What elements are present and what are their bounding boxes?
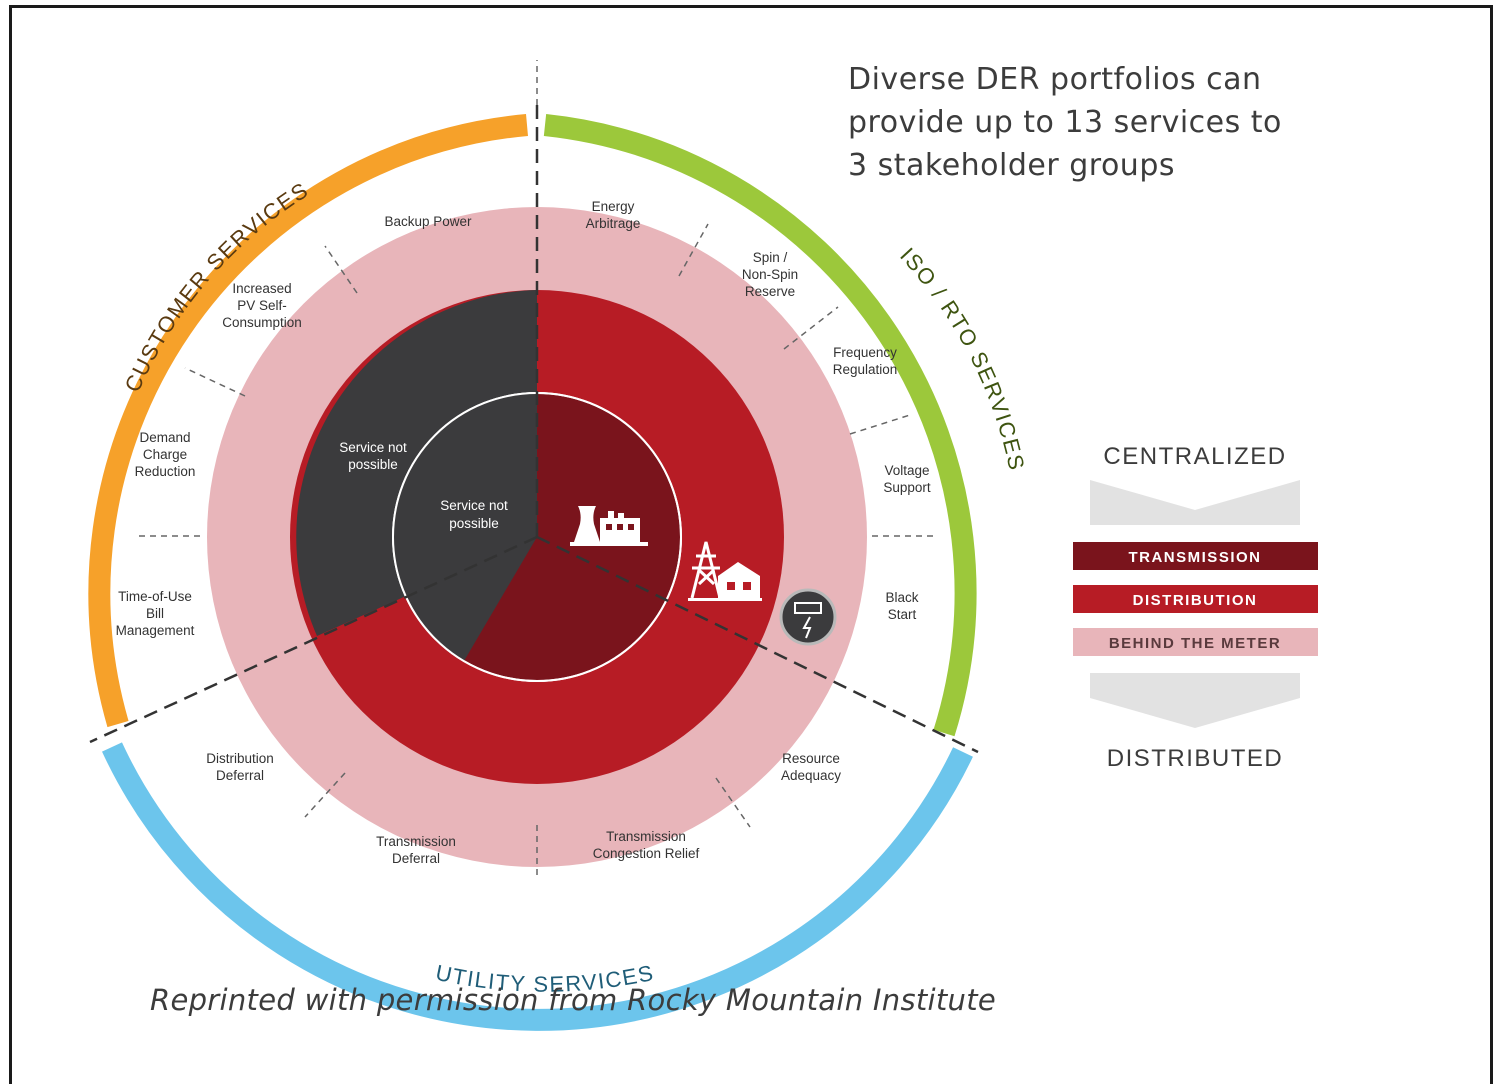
legend-distribution-label: DISTRIBUTION [1133,592,1258,609]
legend-distributed: DISTRIBUTED [1107,745,1284,772]
label-pv-self-consumption: IncreasedPV Self-Consumption [222,281,302,330]
legend-behind-meter-label: BEHIND THE METER [1109,635,1281,652]
label-frequency-regulation: FrequencyRegulation [833,345,898,377]
meter-icon [781,590,835,644]
label-distribution-deferral: DistributionDeferral [206,751,274,783]
label-spin-reserve: Spin /Non-SpinReserve [742,250,798,299]
legend-centralized: CENTRALIZED [1103,443,1286,470]
credit-line: Reprinted with permission from Rocky Mou… [150,983,996,1017]
legend-transmission-label: TRANSMISSION [1128,549,1261,566]
label-voltage-support: VoltageSupport [883,463,931,495]
legend-down-arrow-bottom [1090,673,1300,728]
label-backup-power: Backup Power [384,214,472,229]
label-demand-charge-reduction: DemandChargeReduction [135,430,196,479]
label-time-of-use: Time-of-UseBillManagement [116,589,195,638]
legend-down-arrow-top [1090,480,1300,525]
label-black-start: BlackStart [885,590,918,622]
label-resource-adequacy: ResourceAdequacy [781,751,841,783]
